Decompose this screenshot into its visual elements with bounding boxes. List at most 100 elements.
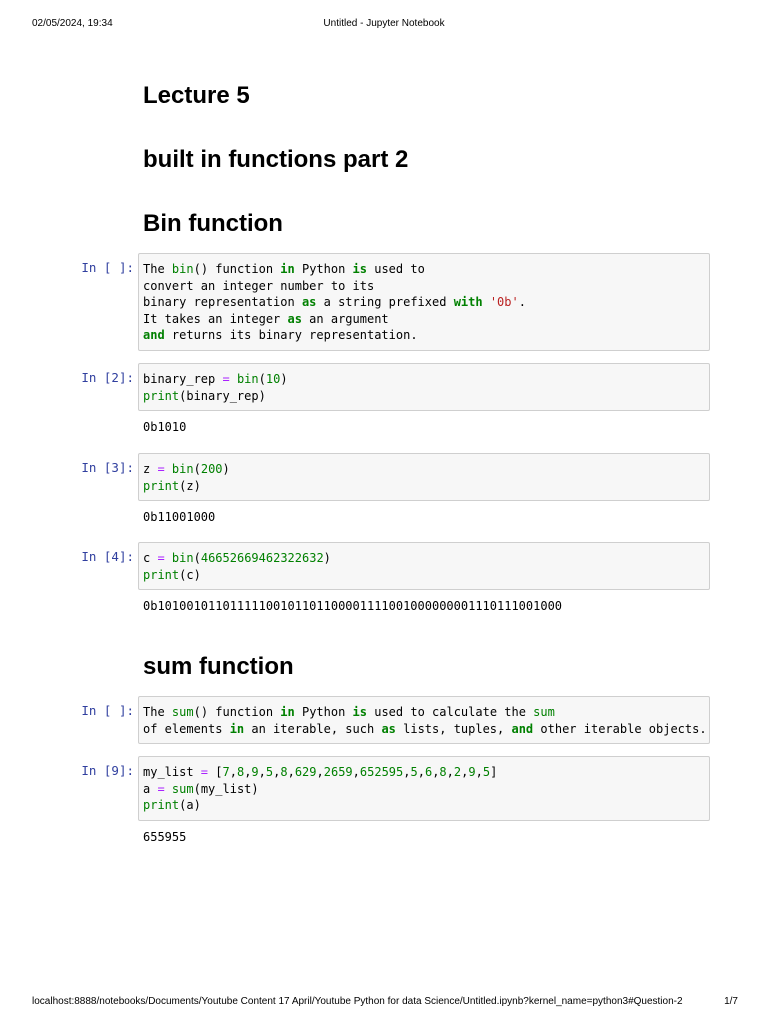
code-token: [	[208, 765, 223, 779]
code-token	[165, 782, 172, 796]
code-token: returns its binary representation.	[164, 328, 418, 342]
cell-prompt: In [ ]:	[81, 260, 134, 275]
code-token: ,	[244, 765, 252, 779]
code-token: in	[229, 721, 245, 736]
code-token: 7	[222, 765, 230, 779]
code-token: a	[143, 781, 158, 796]
code-token: my_list	[143, 765, 201, 779]
code-token: 652595	[359, 765, 404, 779]
cell-input[interactable]: binary_rep = bin(10) print(binary_rep)	[138, 363, 710, 411]
code-token: ,	[461, 765, 469, 779]
code-token: sum	[171, 781, 194, 796]
cell-code: z = bin(200) print(z)	[143, 461, 705, 494]
code-token: as	[381, 721, 396, 736]
code-token: 9	[468, 765, 476, 779]
code-token: =	[157, 462, 165, 476]
code-token: sum	[171, 705, 194, 719]
code-token: 10	[265, 372, 281, 386]
cell-input[interactable]: The bin() function in Python is used to …	[138, 253, 710, 351]
code-token: 5	[482, 765, 491, 779]
code-token: bin	[171, 551, 194, 565]
code-token: used to	[367, 262, 425, 276]
code-token: ,	[316, 765, 324, 779]
heading-bin-function: Bin function	[143, 210, 283, 237]
cell-prompt: In [ ]:	[81, 703, 134, 718]
code-token: (a)	[179, 798, 201, 812]
heading-sum-function: sum function	[143, 653, 294, 680]
code-token: binary_rep	[143, 372, 223, 386]
code-token: )	[222, 462, 230, 476]
cell-input[interactable]: my_list = [7,8,9,5,8,629,2659,652595,5,6…	[138, 756, 710, 821]
code-token: ,	[403, 765, 411, 779]
code-token: (z)	[179, 478, 201, 493]
code-token	[230, 372, 237, 386]
code-token: with	[453, 295, 483, 309]
code-token: () function	[193, 262, 281, 276]
code-token: )	[323, 551, 331, 565]
code-token: 200	[200, 462, 223, 476]
code-token: z	[143, 462, 158, 476]
cell-output: 0b11001000	[143, 510, 216, 524]
cell-output: 0b10100101101111100101101100001111001000…	[143, 599, 563, 613]
code-token: ,	[229, 765, 237, 779]
code-token: lists, tuples,	[395, 721, 512, 736]
code-token: an argument	[301, 311, 389, 326]
code-token: ]	[490, 765, 498, 779]
code-token: ,	[287, 765, 295, 779]
code-token	[483, 295, 490, 309]
code-token: 8	[236, 765, 245, 779]
cell-output: 655955	[143, 830, 187, 844]
code-token: '0b'	[489, 295, 519, 309]
code-token: as	[301, 295, 317, 309]
code-token: of elements	[143, 721, 230, 736]
code-token: .	[518, 295, 526, 309]
cell-input[interactable]: z = bin(200) print(z)	[138, 453, 710, 501]
code-token: (	[258, 372, 266, 386]
code-token: and	[143, 328, 165, 342]
code-token: 2	[453, 765, 462, 779]
code-token: 8	[280, 765, 288, 779]
heading-part: built in functions part 2	[143, 146, 409, 173]
cell-prompt: In [2]:	[81, 370, 134, 385]
code-token: () function	[193, 705, 281, 719]
code-token: bin	[236, 372, 259, 386]
code-token: )	[280, 372, 288, 386]
code-token: is	[352, 705, 367, 719]
code-token: 6	[424, 765, 433, 779]
code-token: ,	[417, 765, 425, 779]
cell-code: binary_rep = bin(10) print(binary_rep)	[143, 371, 705, 404]
code-token: convert an integer number to its	[143, 278, 375, 293]
code-token: 8	[439, 765, 447, 779]
code-token: in	[280, 705, 295, 719]
print-url: localhost:8888/notebooks/Documents/Youtu…	[32, 996, 683, 1007]
print-header: 02/05/2024, 19:34 Untitled - Jupyter Not…	[0, 18, 768, 32]
cell-output: 0b1010	[143, 420, 187, 434]
code-token: sum	[533, 705, 555, 719]
code-token: 46652669462322632	[200, 551, 324, 565]
cell-input[interactable]: c = bin(46652669462322632) print(c)	[138, 542, 710, 590]
code-token: 5	[265, 765, 274, 779]
print-date: 02/05/2024, 19:34	[32, 18, 113, 29]
print-footer: localhost:8888/notebooks/Documents/Youtu…	[0, 996, 768, 1010]
cell-code: The sum() function in Python is used to …	[143, 704, 707, 737]
code-token: The	[143, 262, 172, 276]
cell-prompt: In [3]:	[81, 460, 134, 475]
code-token: (c)	[179, 567, 201, 582]
code-token: ,	[352, 765, 360, 779]
code-token: bin	[171, 262, 194, 276]
code-token: (	[193, 551, 201, 565]
code-token: is	[352, 262, 367, 276]
code-token: It takes an integer	[143, 311, 288, 326]
code-token: ,	[273, 765, 281, 779]
cell-prompt: In [4]:	[81, 549, 134, 564]
print-title: Untitled - Jupyter Notebook	[323, 18, 445, 29]
cell-input[interactable]: The sum() function in Python is used to …	[138, 696, 710, 744]
heading-lecture: Lecture 5	[143, 82, 250, 109]
code-token: Python	[294, 705, 353, 719]
code-token: in	[280, 262, 295, 276]
code-token: 9	[251, 765, 259, 779]
code-token: bin	[171, 462, 194, 476]
code-token: Python	[294, 262, 353, 276]
code-token: 629	[294, 765, 317, 779]
code-token: ,	[475, 765, 483, 779]
